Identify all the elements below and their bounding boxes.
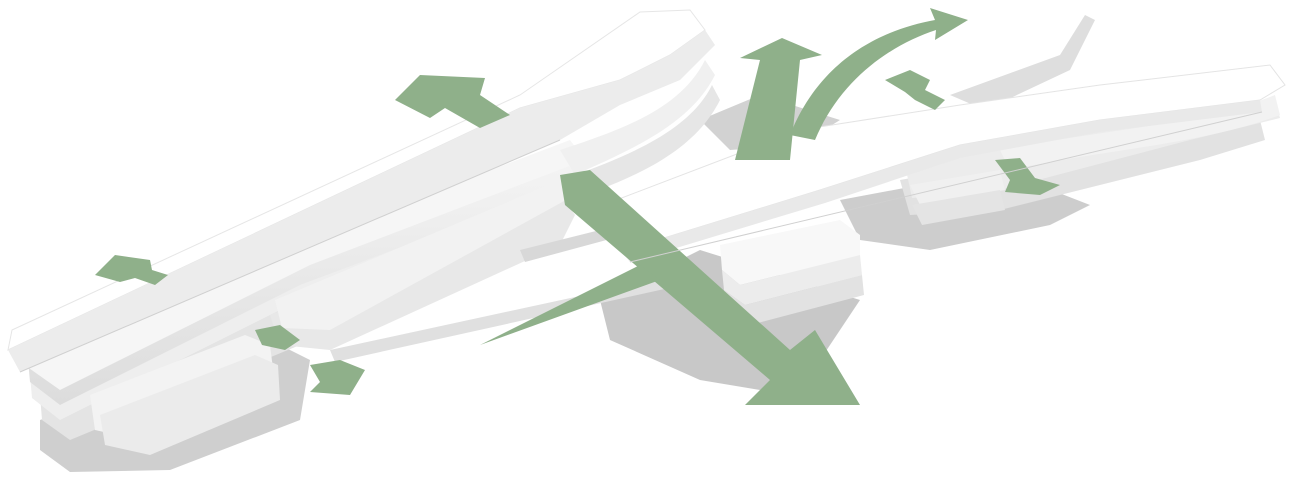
arrow-north-left	[395, 75, 510, 128]
arrow-north-right	[885, 70, 945, 110]
arrow-south-left	[310, 360, 365, 395]
